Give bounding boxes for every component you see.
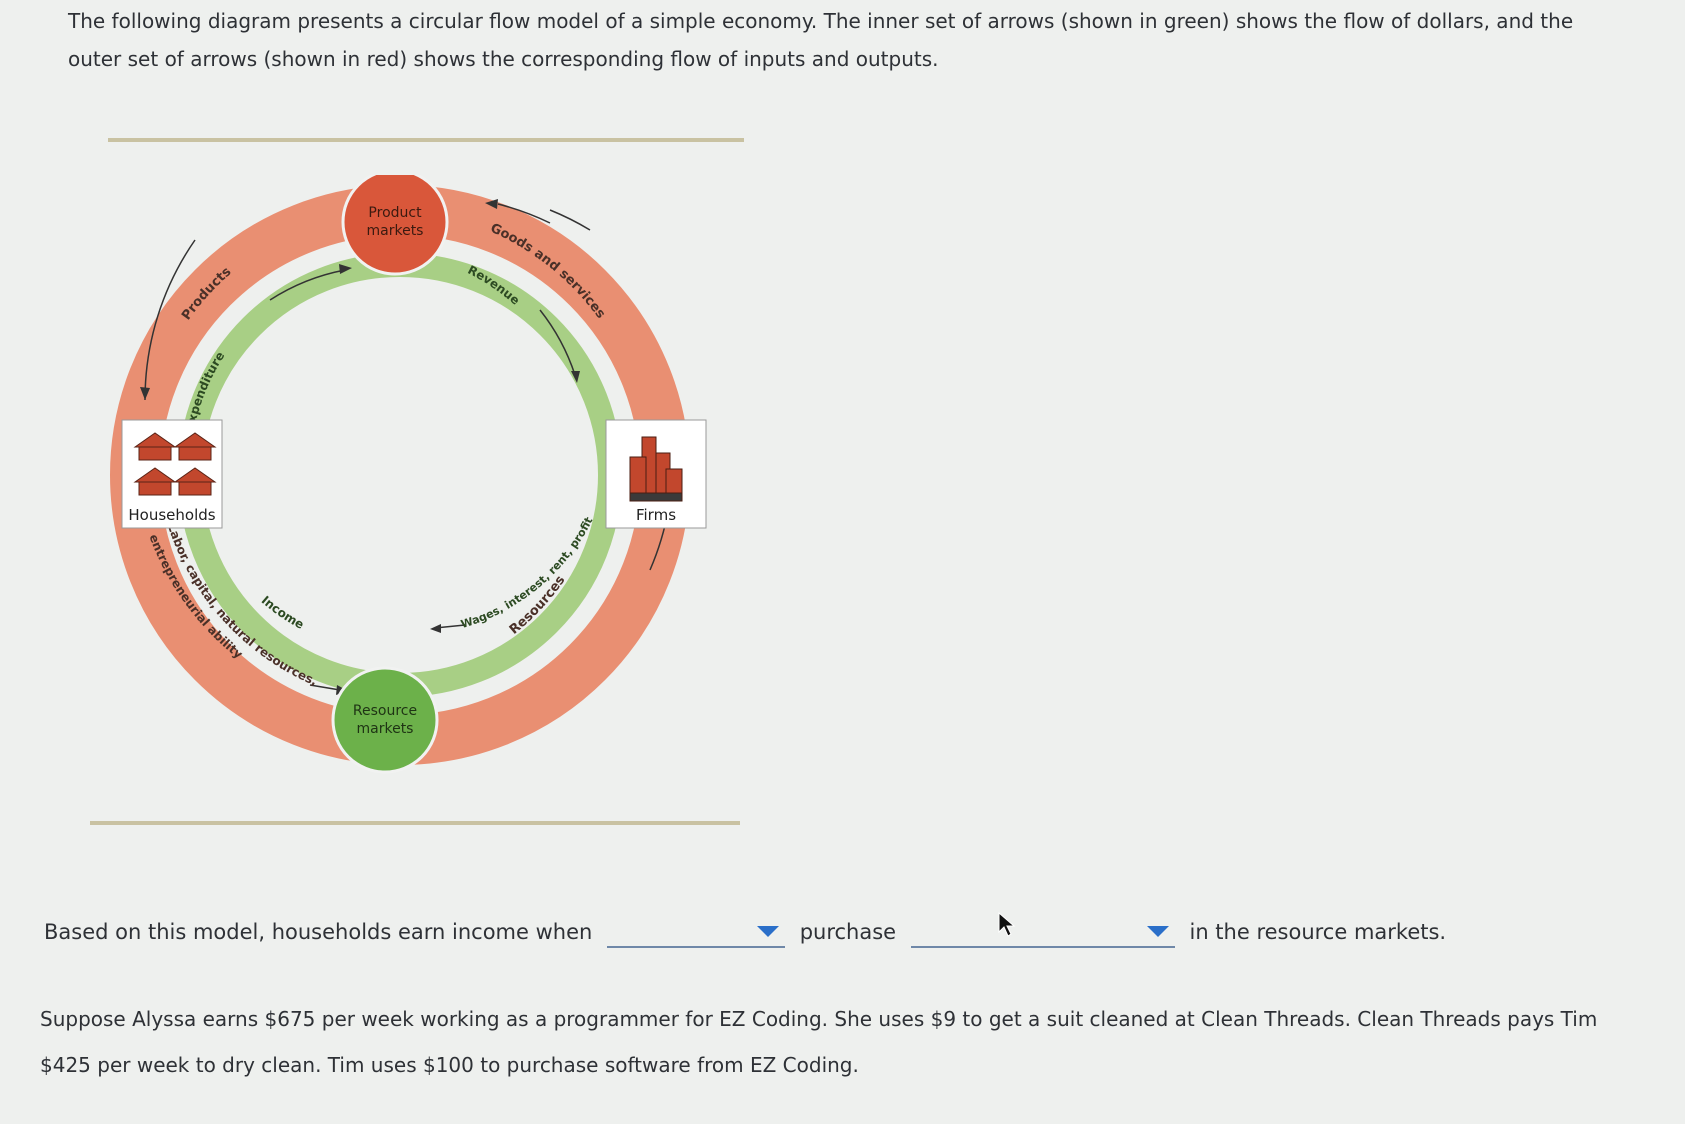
factory-icon [629,436,683,502]
arrow-icon [140,387,150,400]
goods-arrow-line [497,203,551,224]
resource-markets-circle [331,666,439,774]
arrow-icon [571,371,580,383]
firms-label: Firms [636,506,676,524]
arrow-icon [339,264,352,274]
arrow-icon [430,624,441,633]
product-markets-circle [341,175,449,276]
product-markets-label-1: Product [368,205,422,221]
households-box: Households [121,419,223,529]
mouse-cursor-icon [998,912,1016,937]
dropdown-2[interactable] [910,916,1175,948]
arrow-icon [485,199,498,209]
question-text-3: in the resource markets. [1189,920,1447,944]
divider-top [108,138,744,142]
inner-ring [178,253,622,697]
question-sentence: Based on this model, households earn inc… [44,914,1544,949]
goods-arrow-icon [549,209,591,231]
labor-arrow-line [309,684,341,691]
intro-text: The following diagram presents a circula… [68,9,1574,71]
households-label: Households [128,506,215,524]
question-text-2: purchase [799,920,897,944]
house-icon [133,467,177,496]
house-icon [133,432,177,461]
dropdown-1[interactable] [607,916,786,948]
revenue-arrow-line [539,309,576,376]
house-icon [173,467,217,496]
firms-box: Firms [605,419,707,529]
expenditure-arrow-line [269,269,346,301]
resource-markets-label-1: Resource [353,703,417,719]
product-markets-label-2: markets [367,223,424,239]
divider-bottom [90,821,740,825]
products-arrow-icon [144,239,196,401]
scenario-text: Suppose Alyssa earns $675 per week worki… [40,1007,1598,1077]
circular-flow-diagram: Products Goods and services Resources La… [110,175,707,774]
resource-markets-label-2: markets [357,721,414,737]
house-icon [173,432,217,461]
chevron-down-icon [757,926,780,937]
chevron-down-icon [1146,926,1169,937]
question-text-1: Based on this model, households earn inc… [44,920,593,944]
